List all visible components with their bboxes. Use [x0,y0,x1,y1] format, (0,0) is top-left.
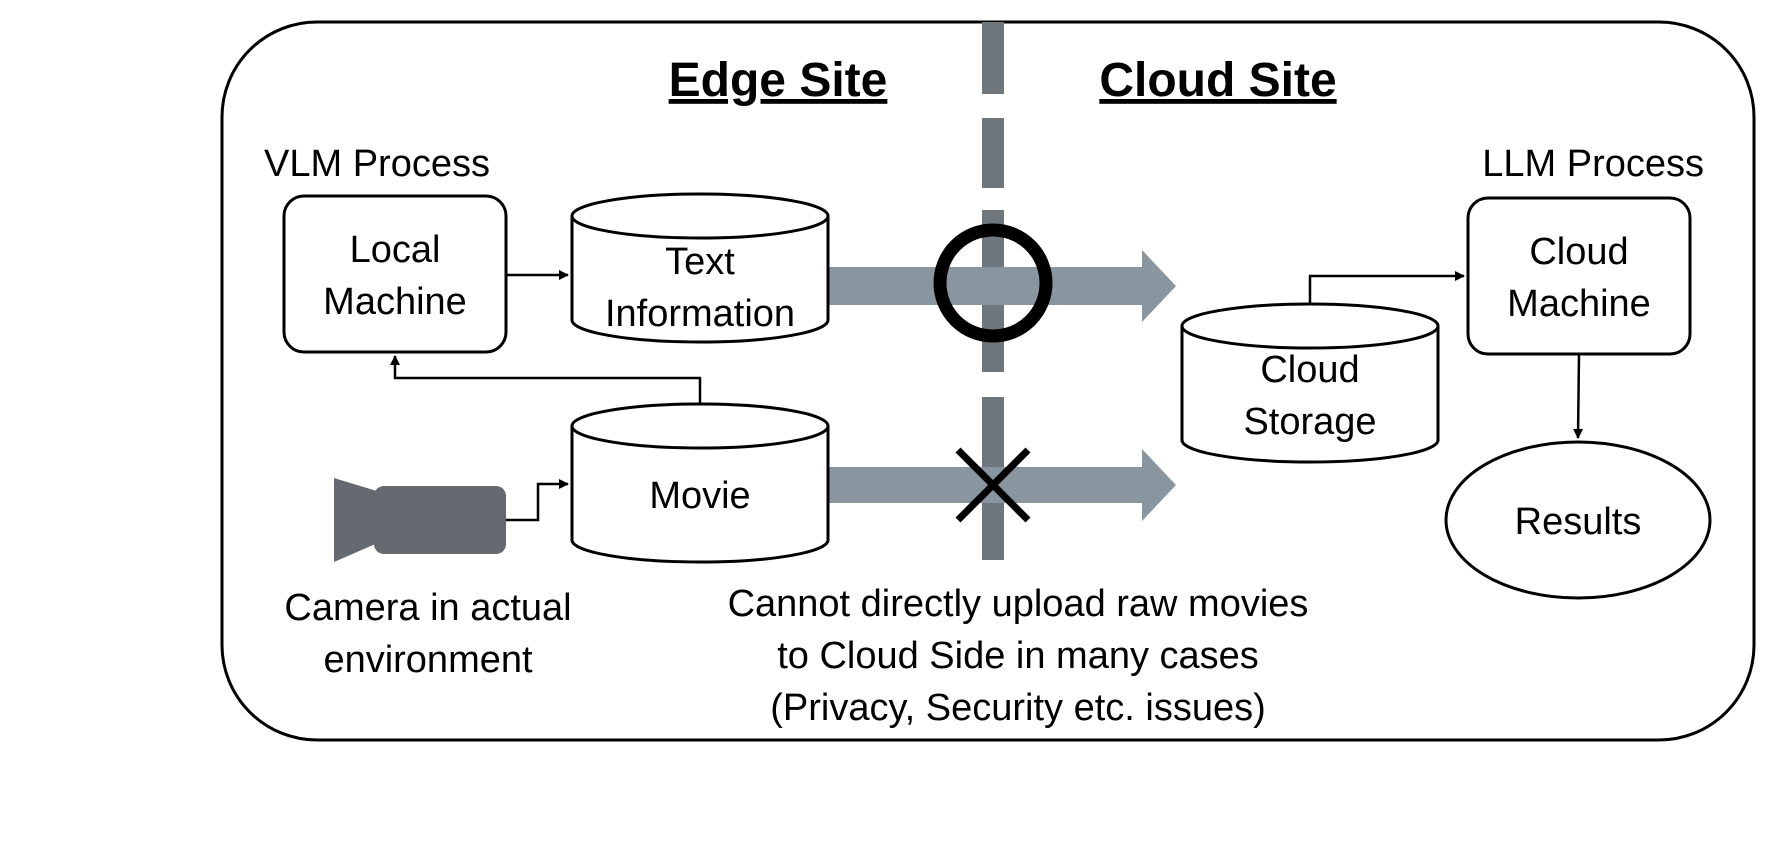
allowed-circle-icon [933,223,1053,343]
movie-upload-arrow [828,449,1176,521]
edge-site-heading: Edge Site [669,54,888,107]
results-label: Results [1515,501,1642,543]
camera-to-movie-connector [506,479,569,522]
movie-label: Movie [649,475,750,517]
cloud-storage-label-line1: Cloud [1260,349,1359,391]
cloud-machine-box [1466,196,1692,356]
video-camera-icon [334,478,506,562]
storage-to-machine-connector [1308,271,1465,304]
camera-caption-line1: Camera in actual [284,587,571,629]
movie-cylinder [570,402,830,564]
text-information-label-line1: Text [665,241,735,283]
local-machine-label-line2: Machine [323,281,467,323]
cloud-machine-label-line2: Machine [1507,283,1651,325]
cloud-machine-label-line1: Cloud [1529,231,1628,273]
results-ellipse [1444,440,1712,600]
movie-to-local-connector [390,355,702,404]
camera-caption-line2: environment [323,639,533,681]
upload-note-line3: (Privacy, Security etc. issues) [770,687,1266,729]
vlm-process-label: VLM Process [264,143,490,185]
text-upload-arrow [828,250,1176,322]
text-information-label-line2: Information [605,293,795,335]
cloud-storage-label-line2: Storage [1243,401,1376,443]
upload-note-line2: to Cloud Side in many cases [777,635,1259,677]
machine-to-results-connector [1573,353,1584,439]
cloud-site-heading: Cloud Site [1099,54,1336,107]
local-machine-label-line1: Local [350,229,441,271]
local-machine-box [282,194,508,354]
blocked-cross-icon [955,447,1031,523]
text-information-cylinder [570,192,830,344]
llm-process-label: LLM Process [1482,143,1704,185]
upload-note-line1: Cannot directly upload raw movies [728,583,1309,625]
cloud-storage-cylinder [1180,302,1440,464]
